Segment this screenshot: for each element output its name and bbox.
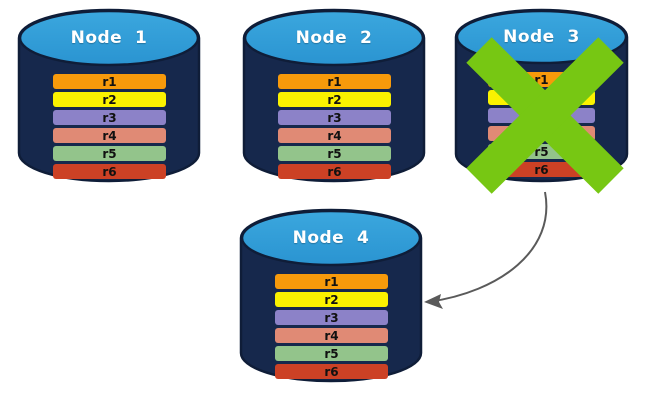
record-bar-r2: r2 xyxy=(488,90,595,105)
record-list-node-1: r1 r2 r3 r4 r5 r6 xyxy=(53,74,166,179)
record-bar-r5: r5 xyxy=(275,346,388,361)
record-list-node-2: r1 r2 r3 r4 r5 r6 xyxy=(278,74,391,179)
record-bar-r3: r3 xyxy=(278,110,391,125)
record-bar-r5: r5 xyxy=(488,144,595,159)
record-bar-r3: r3 xyxy=(275,310,388,325)
record-list-node-3: r1 r2 r3 r4 r5 r6 xyxy=(488,72,595,177)
record-bar-r6: r6 xyxy=(275,364,388,379)
record-bar-r5: r5 xyxy=(278,146,391,161)
record-list-node-4: r1 r2 r3 r4 r5 r6 xyxy=(275,274,388,379)
record-bar-r6: r6 xyxy=(53,164,166,179)
record-bar-r3: r3 xyxy=(53,110,166,125)
record-bar-r4: r4 xyxy=(275,328,388,343)
record-bar-r2: r2 xyxy=(53,92,166,107)
record-bar-r1: r1 xyxy=(278,74,391,89)
record-bar-r1: r1 xyxy=(488,72,595,87)
record-bar-r4: r4 xyxy=(488,126,595,141)
record-bar-r5: r5 xyxy=(53,146,166,161)
record-bar-r2: r2 xyxy=(278,92,391,107)
record-bar-r2: r2 xyxy=(275,292,388,307)
record-bar-r4: r4 xyxy=(53,128,166,143)
record-bar-r1: r1 xyxy=(275,274,388,289)
record-bar-r3: r3 xyxy=(488,108,595,123)
record-bar-r1: r1 xyxy=(53,74,166,89)
record-bar-r6: r6 xyxy=(488,162,595,177)
record-bar-r6: r6 xyxy=(278,164,391,179)
record-bar-r4: r4 xyxy=(278,128,391,143)
